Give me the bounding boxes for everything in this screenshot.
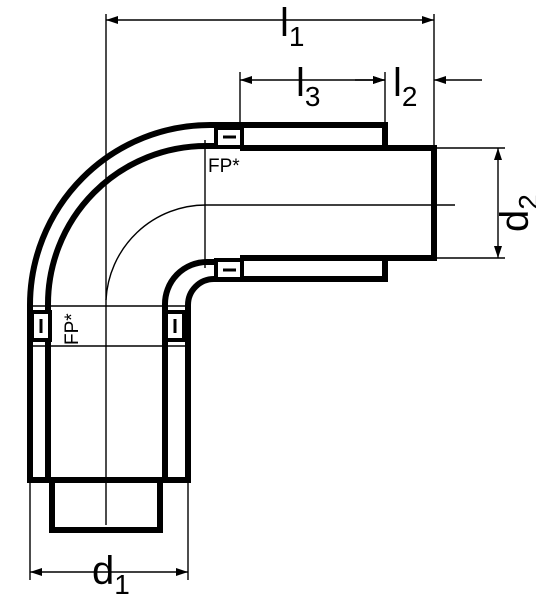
label-fp-horizontal: FP* [208,156,240,177]
fp-joint-left [30,310,52,342]
middle-layer-inner-wall [161,259,240,480]
fp-joint-top [214,126,244,149]
label-l2: l2 [393,61,417,112]
outer-pipe-outer-wall [27,122,388,480]
inner-pipe [240,145,437,261]
label-fp-vertical: FP* [62,313,83,345]
middle-layer-outer-wall [44,143,240,480]
label-l1: l1 [280,1,304,52]
fp-joint-right [164,310,186,342]
center-line [105,204,455,525]
outer-pipe-inner-wall [185,258,388,480]
fp-joint-bottom [214,258,244,281]
inner-pipe-leg [49,480,163,533]
label-l3: l3 [296,61,320,112]
label-d1: d1 [92,549,130,600]
label-d2: d2 [493,194,536,232]
